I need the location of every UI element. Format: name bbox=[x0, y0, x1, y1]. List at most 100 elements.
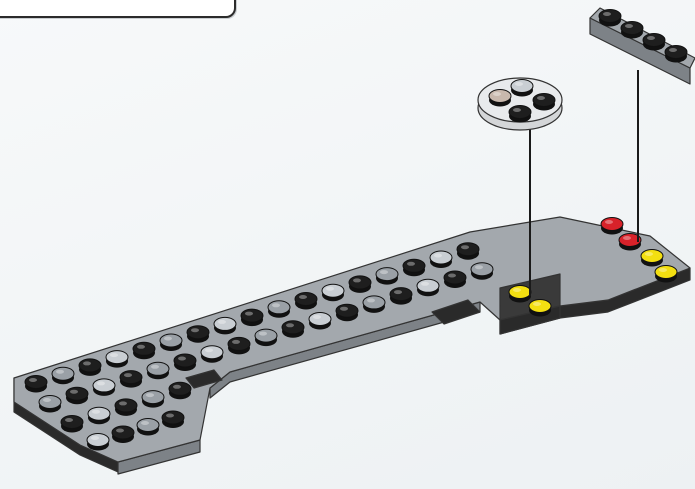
stud-shine bbox=[353, 278, 361, 282]
stud-shine bbox=[43, 398, 51, 402]
red-stud bbox=[601, 218, 623, 231]
stud bbox=[79, 359, 101, 372]
stud-shine bbox=[178, 357, 186, 361]
stud bbox=[309, 313, 331, 326]
red-stud-shine bbox=[623, 236, 631, 240]
stud-shine bbox=[326, 287, 334, 291]
stud bbox=[255, 329, 277, 342]
stud-shine bbox=[173, 385, 181, 389]
yellow-stud-shine bbox=[533, 302, 541, 306]
red-stud-shine bbox=[605, 220, 613, 224]
stud bbox=[187, 326, 209, 339]
round-plate-stud-shine bbox=[515, 82, 523, 86]
stud bbox=[403, 259, 425, 272]
stud bbox=[120, 371, 142, 384]
stud-shine bbox=[434, 254, 442, 258]
stud bbox=[106, 351, 128, 364]
stud-shine bbox=[91, 436, 99, 440]
stud-shine bbox=[232, 340, 240, 344]
plate-1x4-stud-shine bbox=[603, 12, 611, 16]
stud bbox=[115, 399, 137, 412]
stud bbox=[201, 346, 223, 359]
stud-shine bbox=[421, 282, 429, 286]
stud-shine bbox=[29, 378, 37, 382]
yellow-stud-shine bbox=[513, 288, 521, 292]
stud-shine bbox=[56, 370, 64, 374]
stud bbox=[137, 419, 159, 432]
stud-shine bbox=[124, 373, 132, 377]
stud-shine bbox=[97, 381, 105, 385]
stud bbox=[112, 426, 134, 439]
stud bbox=[162, 411, 184, 424]
stud bbox=[444, 271, 466, 284]
stud bbox=[25, 376, 47, 389]
plate-1x4-stud-shine bbox=[669, 48, 677, 52]
stud-shine bbox=[461, 245, 469, 249]
stud bbox=[169, 382, 191, 395]
stud bbox=[228, 337, 250, 350]
stud bbox=[52, 367, 74, 380]
stud-shine bbox=[92, 410, 100, 414]
yellow-stud bbox=[509, 286, 531, 299]
stud-shine bbox=[475, 265, 483, 269]
stud-shine bbox=[141, 421, 149, 425]
stud-shine bbox=[448, 274, 456, 278]
stud bbox=[282, 321, 304, 334]
stud bbox=[87, 434, 109, 447]
stud bbox=[430, 251, 452, 264]
stud bbox=[214, 317, 236, 330]
stud bbox=[471, 263, 493, 276]
stud-shine bbox=[116, 429, 124, 433]
plate-1x4-stud-shine bbox=[647, 36, 655, 40]
stud bbox=[349, 276, 371, 289]
stud bbox=[88, 407, 110, 420]
yellow-stud bbox=[529, 300, 551, 313]
stud bbox=[417, 279, 439, 292]
plate-1x4-stud bbox=[599, 10, 621, 23]
plate-1x4-stud bbox=[665, 46, 687, 59]
round-plate-stud bbox=[489, 90, 511, 103]
stud-shine bbox=[259, 332, 267, 336]
stud bbox=[147, 362, 169, 375]
stud bbox=[174, 354, 196, 367]
stud-shine bbox=[65, 418, 73, 422]
stud-shine bbox=[110, 353, 118, 357]
stud-shine bbox=[394, 290, 402, 294]
stud-shine bbox=[380, 270, 388, 274]
stud-shine bbox=[166, 414, 174, 418]
stud-shine bbox=[146, 393, 154, 397]
stud bbox=[322, 284, 344, 297]
round-plate-stud-shine bbox=[537, 96, 545, 100]
stud bbox=[268, 301, 290, 314]
plate-1x4-stud bbox=[643, 34, 665, 47]
stud bbox=[363, 296, 385, 309]
stud bbox=[66, 387, 88, 400]
stud-shine bbox=[286, 323, 294, 327]
stud bbox=[376, 268, 398, 281]
stud bbox=[295, 293, 317, 306]
stud-shine bbox=[272, 303, 280, 307]
stud-shine bbox=[119, 401, 127, 405]
yellow-stud bbox=[655, 266, 677, 279]
stud bbox=[133, 342, 155, 355]
stud-shine bbox=[313, 315, 321, 319]
stud-shine bbox=[407, 262, 415, 266]
stud-shine bbox=[340, 307, 348, 311]
stud bbox=[457, 243, 479, 256]
stud-shine bbox=[191, 328, 199, 332]
round-plate-stud-shine bbox=[513, 108, 521, 112]
round-plate-stud bbox=[511, 80, 533, 93]
stud-shine bbox=[218, 320, 226, 324]
yellow-stud-shine bbox=[645, 252, 653, 256]
stud bbox=[61, 416, 83, 429]
yellow-stud bbox=[641, 250, 663, 263]
stud bbox=[241, 309, 263, 322]
round-plate-stud bbox=[533, 94, 555, 107]
stud-shine bbox=[70, 390, 78, 394]
stud-shine bbox=[83, 361, 91, 365]
stud bbox=[142, 391, 164, 404]
stud-shine bbox=[245, 312, 253, 316]
stud-shine bbox=[299, 295, 307, 299]
